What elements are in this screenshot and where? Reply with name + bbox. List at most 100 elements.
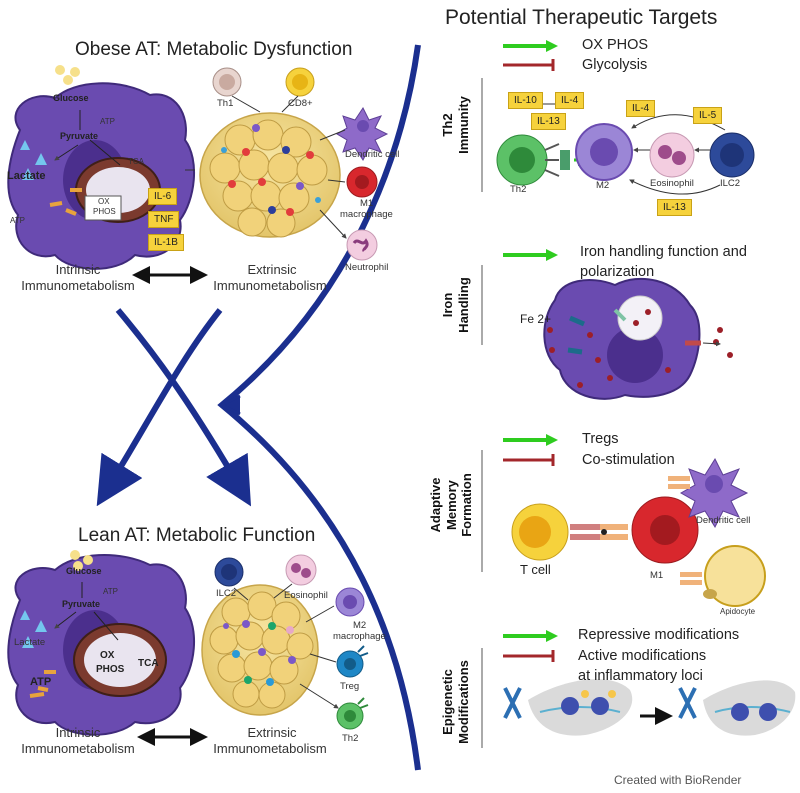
obese-dendritic-label: Dendritic cell [345,149,400,160]
cross-arrow-1 [115,308,252,507]
iron-fe-label: Fe 2+ [520,312,552,326]
section-label-iron-line2: Handling [455,277,471,333]
obese-phos-label: PHOS [93,207,116,216]
obese-ox-label: OX [98,197,110,206]
obese-m1-label: M1 [360,198,374,209]
obese-atp-small-label: ATP [100,117,115,126]
section-label-th2: Th2 Immunity [440,75,471,175]
obese-intrinsic-1: Intrinsic [55,262,101,277]
section-label-adaptive-line2: Memory [443,480,459,530]
obese-th1-cell [212,67,242,97]
obese-macrophage-label: macrophage [340,209,393,220]
adaptive-down-label: Co-stimulation [582,452,675,468]
obese-cytokine-tnf: TNF [148,211,180,228]
lean-m2-cell [335,587,365,617]
lean-ilc2-label: ILC2 [216,588,237,599]
iron-diagram [543,277,733,400]
adaptive-diagram [511,457,766,607]
obese-cytokine-il1b: IL-1B [148,234,184,251]
right-title: Potential Therapeutic Targets [445,6,718,29]
th2-cytokine-il13-a: IL-13 [531,113,566,130]
iron-up-label-2: polarization [580,264,655,280]
th2-cytokine-il13-b: IL-13 [657,199,692,216]
epigenetic-down-label-1: Active modifications [578,648,707,664]
lean-th2-label: Th2 [342,733,359,744]
lean-pyruvate-label: Pyruvate [62,599,101,609]
lean-title: Lean AT: Metabolic Function [78,525,316,546]
obese-adipose-tissue [199,112,341,238]
obese-neutrophil-cell [346,229,378,261]
lean-extrinsic-1: Extrinsic [247,725,297,740]
obese-th1-label: Th1 [217,98,234,109]
obese-extrinsic-2: Immunometabolism [213,278,327,293]
adaptive-adipocyte-label: Apidocyte [720,607,756,616]
adaptive-m1-label: M1 [650,570,664,581]
obese-extrinsic-1: Extrinsic [247,262,297,277]
lean-tca-label: TCA [138,658,159,669]
section-label-th2-line1: Th2 [440,113,455,137]
lean-lactate-label: Lactate [14,637,46,648]
lean-arrows [233,583,338,708]
obese-intrinsic-2: Immunometabolism [21,278,135,293]
obese-cd8-label: CD8+ [288,98,313,109]
obese-tca-label: TCA [128,157,144,166]
epigenetic-down-label-2: at inflammatory loci [578,668,703,684]
lean-intrinsic-2: Immunometabolism [21,741,135,756]
th2-cytokine-il4-a: IL-4 [555,92,585,109]
lean-treg-cell [336,645,369,678]
obese-m1-cell [346,166,378,198]
cross-arrow-2 [96,308,223,507]
obese-glucose-label: Glucose [53,93,89,103]
adaptive-dendritic-label: Dendritic cell [696,515,751,526]
th2-cytokine-il4-b: IL-4 [626,100,656,117]
separator-arrowhead [218,394,241,416]
lean-m2-label: M2 [353,620,367,631]
lean-ox-label: OX [100,650,115,661]
lean-ilc2-cell [214,557,244,587]
lean-macrophage-label: macrophage [333,631,386,642]
ilc2-cell-label: ILC2 [720,178,741,189]
th2-diagram [496,101,755,195]
obese-cd8-cell [285,67,315,97]
iron-up-label-1: Iron handling function and [580,244,747,260]
section-label-iron-line1: Iron [440,292,455,318]
section-label-adaptive-line3: Formation [459,473,475,537]
lean-extrinsic-2: Immunometabolism [213,741,327,756]
lean-th2-cell [336,697,369,730]
obese-macrophage [7,65,196,270]
obese-neutrophil-label: Neutrophil [345,262,389,273]
legend-arrows [503,40,558,662]
section-label-epigenetic: Epigenetic Modifications [440,642,471,762]
legend-oxphos: OX PHOS [582,37,649,53]
section-label-epigenetic-line2: Modifications [455,660,471,744]
footer-credit: Created with BioRender [614,773,742,787]
lean-treg-label: Treg [340,681,360,692]
th2-cell-label: Th2 [510,184,527,195]
lean-macrophage [7,550,196,736]
lean-glucose-label: Glucose [66,566,102,576]
epigenetic-up-label: Repressive modifications [578,627,740,643]
obese-pyruvate-label: Pyruvate [60,131,99,141]
lean-eosinophil-cell [285,554,317,586]
obese-cytokine-il6: IL-6 [148,188,178,205]
eosinophil-cell-label: Eosinophil [650,178,694,189]
epigenetic-diagram [503,679,796,736]
adaptive-tcell-label: T cell [520,562,551,577]
obese-arrows [231,95,346,238]
section-label-adaptive: Adaptive Memory Formation [428,440,475,570]
lean-atp-label: ATP [30,676,52,688]
obese-lactate-label: Lactate [7,170,46,182]
lean-atp-small-label: ATP [103,587,118,596]
lean-adipose-tissue [201,584,319,716]
legend-glycolysis: Glycolysis [582,57,648,73]
section-label-th2-line2: Immunity [455,96,471,154]
lean-eosinophil-label: Eosinophil [284,590,328,601]
lean-phos-label: PHOS [96,664,125,675]
obese-title: Obese AT: Metabolic Dysfunction [75,39,353,60]
th2-cytokine-il5: IL-5 [693,107,723,124]
lean-intrinsic-1: Intrinsic [55,725,101,740]
section-label-iron: Iron Handling [440,260,471,350]
obese-atp-label: ATP [10,216,25,225]
